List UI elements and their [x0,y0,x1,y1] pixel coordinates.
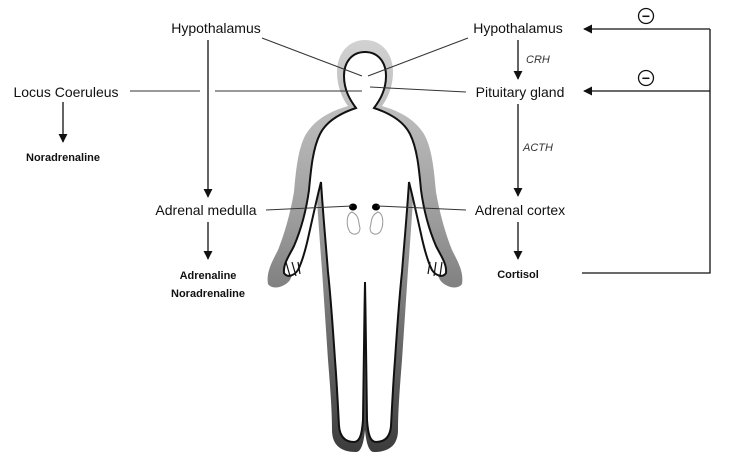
feedback-loop [582,7,711,274]
label-crh: CRH [526,54,550,66]
feedback-line [582,29,711,274]
label-locus-coeruleus: Locus Coeruleus [13,84,118,100]
label-hypothalamus-right: Hypothalamus [473,20,563,36]
inhibition-sign-mid: − [642,70,650,86]
right-hand-fingers [427,261,443,277]
left-kidney [346,211,361,235]
right-kidney [369,211,384,235]
pointer-adrenal-medulla [265,205,353,211]
left-adrenal-gland [349,203,357,211]
label-cortisol: Cortisol [497,269,539,281]
pointer-lines [130,37,469,211]
label-noradrenaline-locus: Noradrenaline [26,152,100,164]
label-adrenaline: Adrenaline [180,270,237,282]
label-hypothalamus-left: Hypothalamus [171,20,261,36]
pointer-left-hypothalamus [261,37,363,77]
label-noradrenaline-medulla: Noradrenaline [171,288,245,300]
label-adrenal-cortex: Adrenal cortex [475,202,565,218]
label-adrenal-medulla: Adrenal medulla [155,202,256,218]
pointer-pituitary [369,86,467,93]
pointer-right-hypothalamus [367,37,469,77]
inhibition-circle-top [637,7,655,25]
right-adrenal-gland [372,203,380,211]
inhibition-circle-mid [637,69,655,87]
body-outline [282,50,448,444]
arrows [58,40,523,260]
pointer-adrenal-cortex [376,205,467,211]
inhibition-sign-top: − [642,8,650,24]
label-pituitary-gland: Pituitary gland [476,84,565,100]
human-body-silhouette [267,40,463,452]
left-hand-fingers [285,261,301,277]
label-acth: ACTH [522,142,553,154]
